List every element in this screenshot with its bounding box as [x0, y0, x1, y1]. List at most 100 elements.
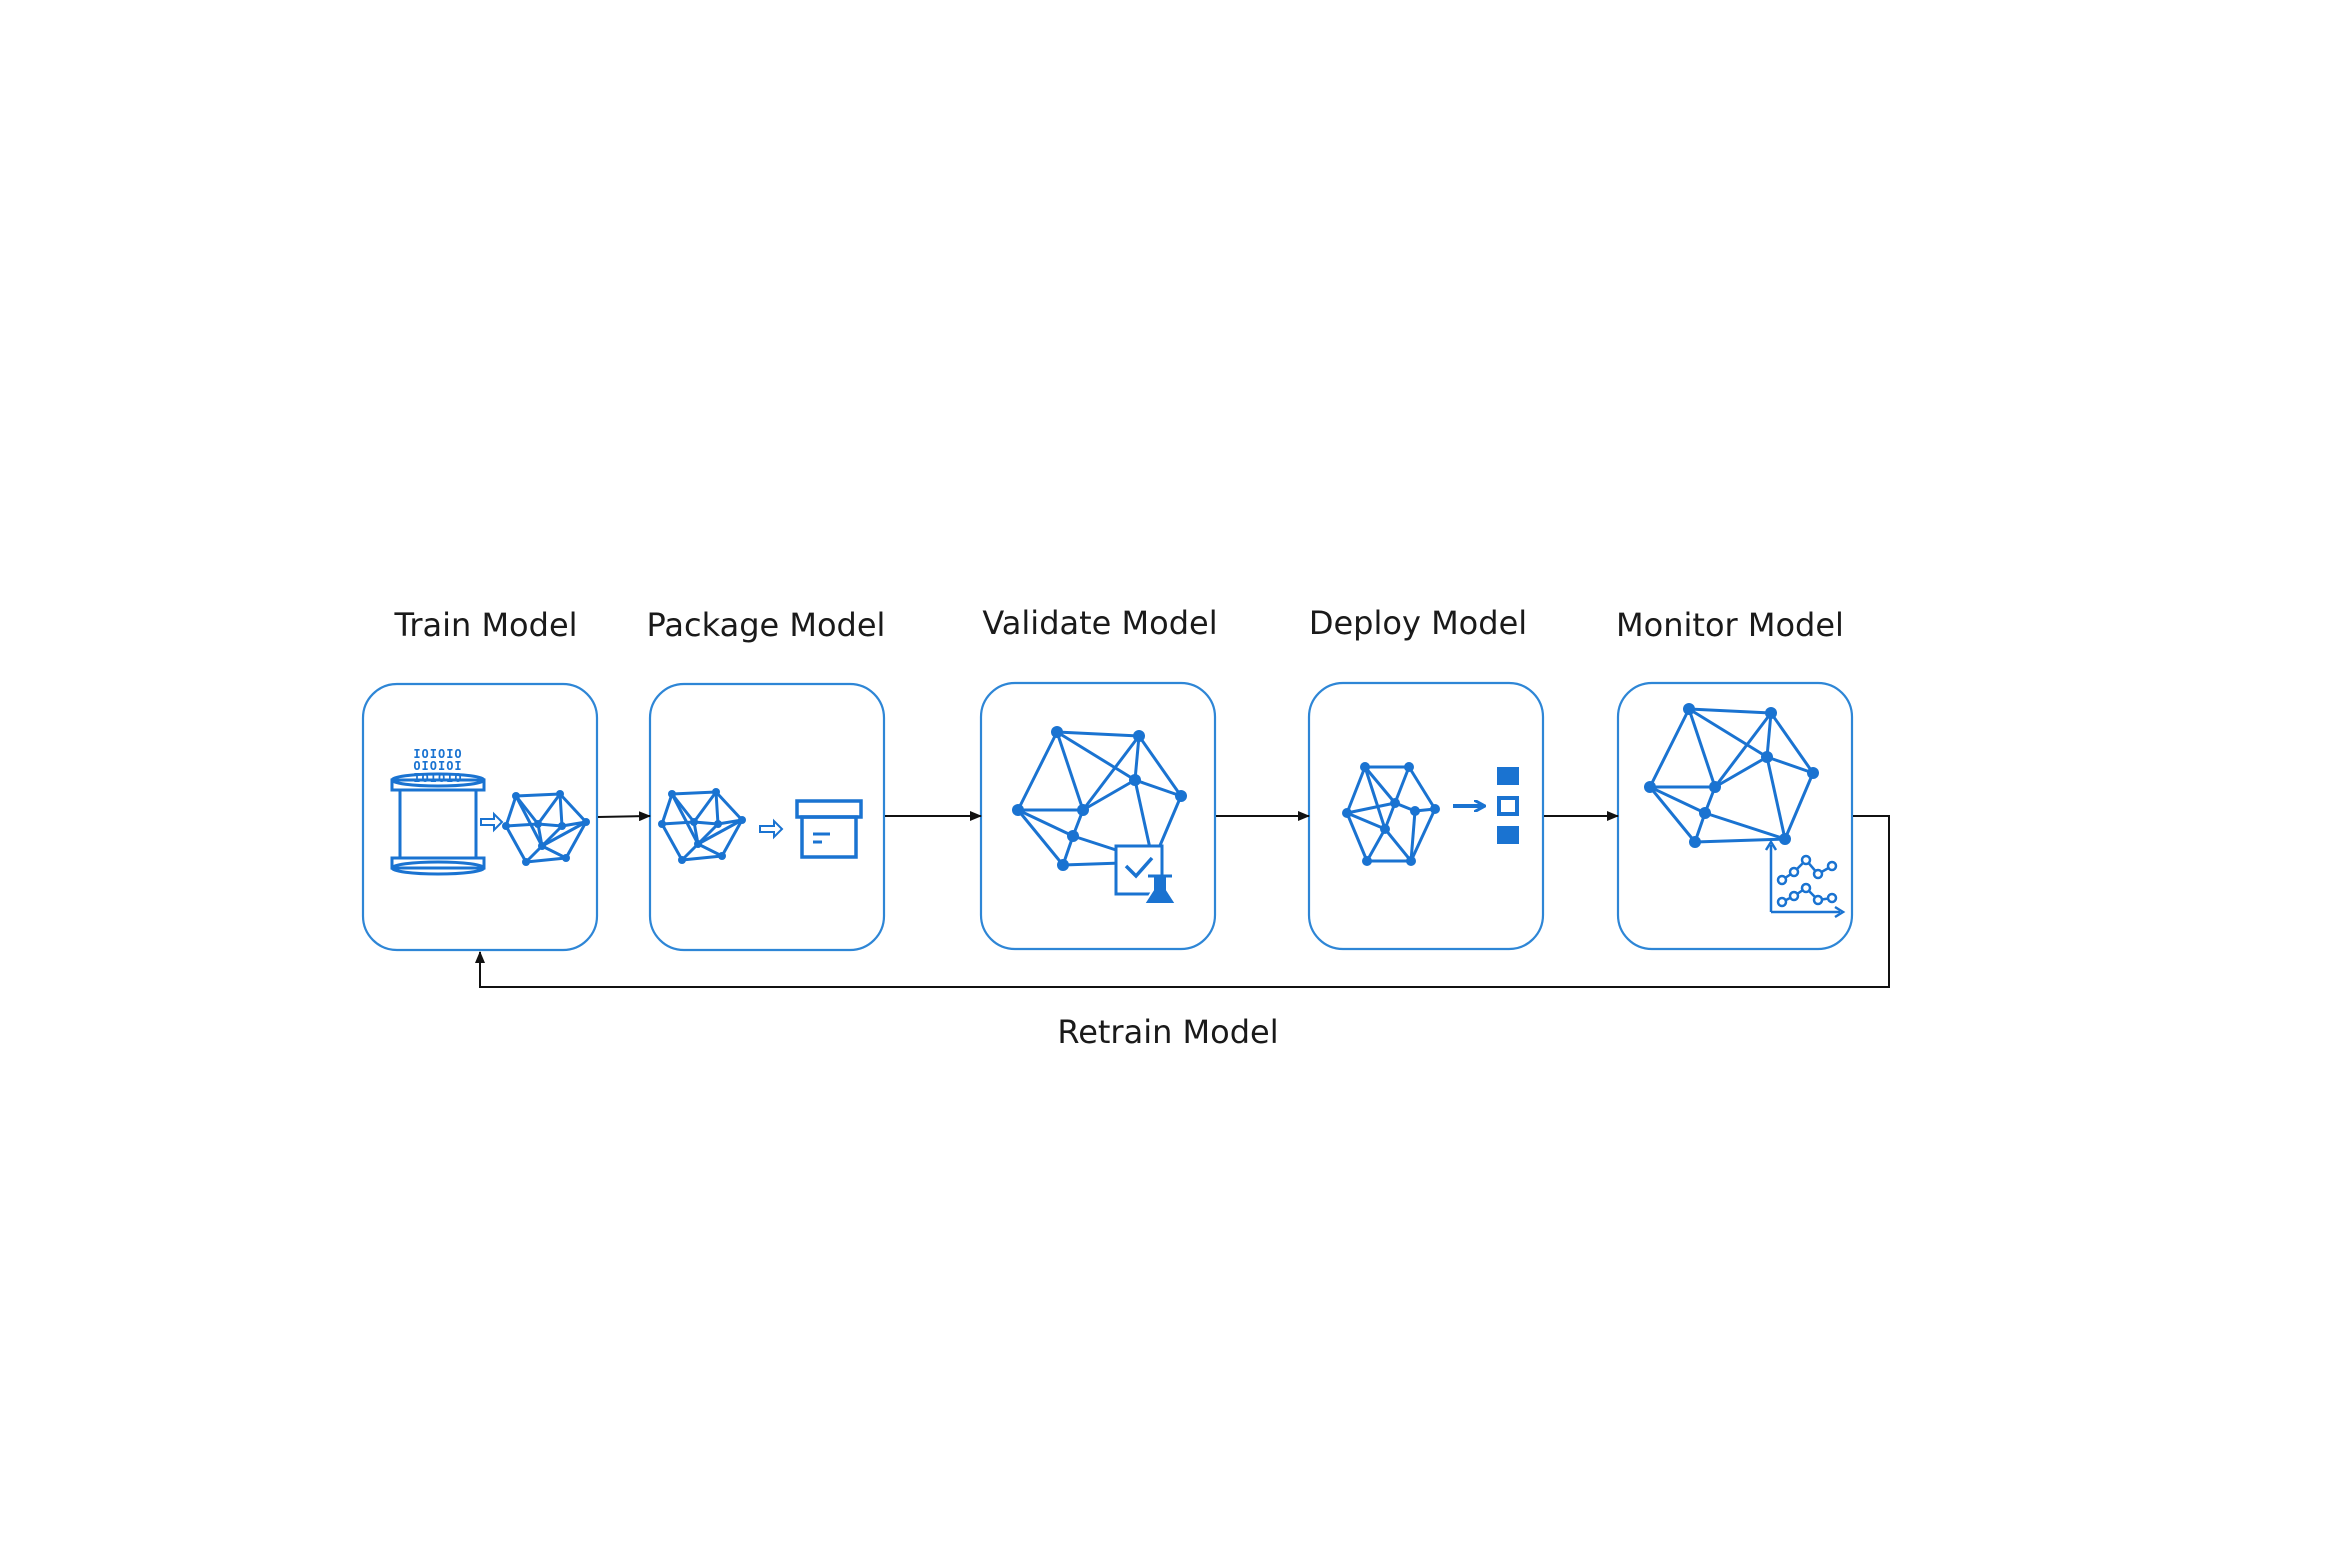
network-edge — [541, 820, 587, 848]
network-edge — [1766, 755, 1814, 775]
network-node — [1406, 856, 1416, 866]
network-node — [1683, 703, 1695, 715]
database-icon: IOIOIO OIOIOI IOIOIO — [390, 747, 486, 876]
network-edge — [540, 824, 564, 848]
network-edge — [1769, 712, 1815, 774]
network-edge — [1016, 809, 1065, 866]
network-node — [1012, 804, 1024, 816]
double-arrow-icon — [759, 818, 784, 840]
network-edge — [536, 793, 562, 825]
network-edge — [1688, 707, 1768, 759]
network-edge — [1407, 766, 1437, 810]
network-edge — [1134, 778, 1182, 798]
network-node — [1390, 798, 1400, 808]
network-node — [1077, 804, 1089, 816]
network-edge — [1017, 808, 1074, 838]
network-edge — [692, 791, 718, 823]
network-node — [658, 820, 666, 828]
network-node — [1689, 836, 1701, 848]
network-edge — [660, 823, 684, 861]
network-node — [1362, 856, 1372, 866]
network-node — [1644, 781, 1656, 793]
network-node — [534, 820, 542, 828]
network-edge — [1365, 828, 1387, 862]
double-arrow-icon — [480, 811, 504, 833]
network-edge — [1648, 708, 1691, 788]
network-node — [582, 818, 590, 826]
network-edge — [1393, 766, 1411, 804]
network-node — [1430, 804, 1440, 814]
neural-network-icon — [658, 788, 746, 864]
network-edge — [1688, 707, 1772, 715]
network-edge — [1055, 731, 1085, 811]
network-node — [522, 858, 530, 866]
network-edge — [714, 791, 720, 825]
network-edge — [1713, 712, 1773, 788]
network-edge — [1346, 801, 1396, 815]
network-edge — [1345, 812, 1369, 862]
network-edge — [693, 820, 719, 826]
network-edge — [1409, 810, 1417, 862]
network-edge — [504, 795, 518, 827]
network-node — [1765, 707, 1777, 719]
stage-title-validate: Validate Model — [982, 604, 1217, 642]
network-node — [1410, 806, 1420, 816]
network-edge — [1056, 730, 1136, 782]
network-edge — [505, 822, 539, 828]
network-edge — [564, 821, 588, 859]
network-node — [1779, 833, 1791, 845]
network-edge — [1383, 828, 1413, 862]
neural-network-icon — [1342, 762, 1440, 866]
binary-row: IOIOIO — [413, 747, 462, 761]
stage-title-deploy: Deploy Model — [1309, 604, 1527, 642]
retrain-feedback-arrow — [475, 815, 1890, 988]
network-edge — [1056, 730, 1140, 738]
network-edge — [1346, 811, 1386, 831]
stage-title-monitor: Monitor Model — [1616, 606, 1844, 644]
binary-row: OIOIOI — [413, 759, 462, 773]
network-edge — [671, 790, 717, 796]
network-edge — [1016, 731, 1059, 811]
network-node — [712, 788, 720, 796]
network-edge — [696, 822, 720, 846]
network-edge — [1765, 712, 1773, 758]
network-node — [1380, 824, 1390, 834]
network-node — [690, 818, 698, 826]
network-edge — [1081, 735, 1141, 811]
network-edge — [720, 819, 744, 857]
network-node — [1057, 859, 1069, 871]
network-edge — [1704, 811, 1786, 841]
stage-title-package: Package Model — [647, 606, 886, 644]
network-edge — [1783, 772, 1815, 840]
network-edge — [558, 793, 564, 827]
network-edge — [697, 842, 723, 858]
network-node — [558, 822, 566, 830]
network-edge — [714, 790, 744, 822]
server-deploy-icon — [1497, 767, 1519, 844]
stage-box-train — [361, 682, 599, 952]
network-edge — [525, 856, 567, 864]
network-edge — [541, 844, 567, 860]
neural-network-icon — [1644, 703, 1819, 848]
network-node — [1404, 762, 1414, 772]
network-node — [714, 820, 722, 828]
network-edge — [697, 818, 743, 846]
flow-arrow-train-package — [597, 811, 651, 822]
network-edge — [670, 793, 700, 845]
network-edge — [537, 822, 563, 828]
network-edge — [1687, 708, 1717, 788]
network-edge — [1649, 785, 1706, 815]
stage-box-validate — [979, 681, 1217, 951]
network-edge — [1363, 766, 1387, 830]
stage-box-monitor — [1616, 681, 1854, 951]
network-edge — [514, 795, 544, 847]
network-node — [718, 852, 726, 860]
network-node — [738, 816, 746, 824]
network-edge — [660, 793, 674, 825]
network-node — [502, 822, 510, 830]
stage-title-train: Train Model — [393, 606, 577, 644]
lab-flask-icon — [1142, 874, 1178, 905]
network-node — [556, 790, 564, 798]
network-node — [1129, 774, 1141, 786]
